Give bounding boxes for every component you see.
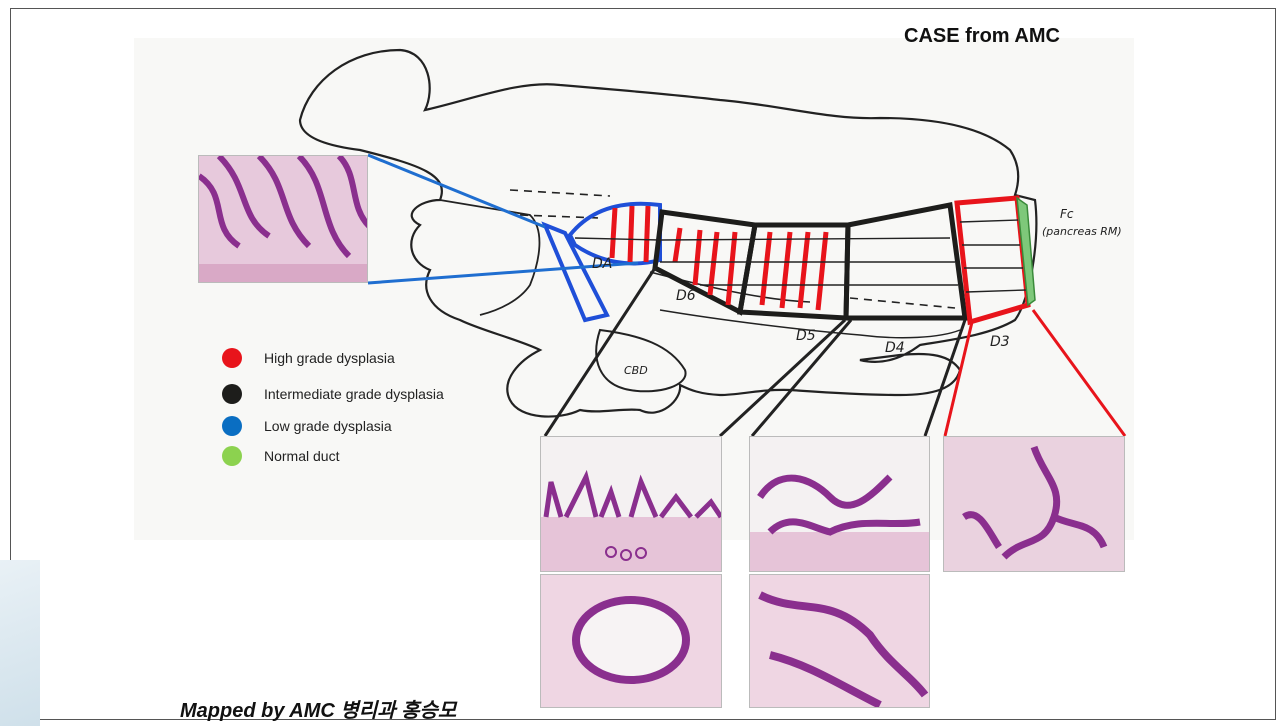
legend-item-low-grade: Low grade dysplasia xyxy=(222,416,392,436)
histology-image-d3 xyxy=(943,436,1125,572)
connector-line-blue xyxy=(368,155,545,227)
histology-image-d6-top xyxy=(540,436,722,572)
label-cbd: CBD xyxy=(624,364,648,377)
histology-image-d5-bottom xyxy=(749,574,930,708)
label-da: DA xyxy=(592,256,612,272)
legend-dot-red xyxy=(222,348,242,368)
histology-image-low-grade xyxy=(198,155,368,283)
label-d4: D4 xyxy=(885,340,905,356)
d3-grid-lines xyxy=(960,220,1026,292)
dashed-guide-lower xyxy=(850,298,955,308)
legend-item-high-grade: High grade dysplasia xyxy=(222,348,395,368)
dashed-guide-upper xyxy=(510,190,610,196)
legend-dot-green xyxy=(222,446,242,466)
label-d5: D5 xyxy=(796,328,816,344)
label-margin-text: (pancreas RM) xyxy=(1042,225,1122,238)
legend-dot-blue xyxy=(222,416,242,436)
legend-item-normal-duct: Normal duct xyxy=(222,446,339,466)
da-high-grade-bar xyxy=(612,208,615,258)
low-grade-segment-small xyxy=(545,225,607,320)
d3-high-grade-segment xyxy=(957,198,1028,322)
label-margin-code: Fc xyxy=(1060,207,1074,221)
pancreas-outline xyxy=(300,50,1036,417)
legend-label: Intermediate grade dysplasia xyxy=(264,386,444,402)
label-d6: D6 xyxy=(676,288,696,304)
connector-line-red xyxy=(1033,310,1125,436)
histology-image-d5-top xyxy=(749,436,930,572)
legend-label: High grade dysplasia xyxy=(264,350,395,366)
legend-label: Normal duct xyxy=(264,448,339,464)
da-high-grade-bar xyxy=(646,206,648,262)
histology-image-d6-bottom xyxy=(540,574,722,708)
legend-item-intermediate-grade: Intermediate grade dysplasia xyxy=(222,384,444,404)
case-title: CASE from AMC xyxy=(904,25,1060,48)
legend-label: Low grade dysplasia xyxy=(264,418,392,434)
label-d3: D3 xyxy=(990,334,1010,350)
connector-line-black xyxy=(720,320,845,436)
legend-dot-black xyxy=(222,384,242,404)
da-high-grade-bar xyxy=(630,206,632,262)
normal-duct-margin xyxy=(1017,198,1035,305)
credit-text: Mapped by AMC 병리과 홍승모 xyxy=(180,694,456,723)
